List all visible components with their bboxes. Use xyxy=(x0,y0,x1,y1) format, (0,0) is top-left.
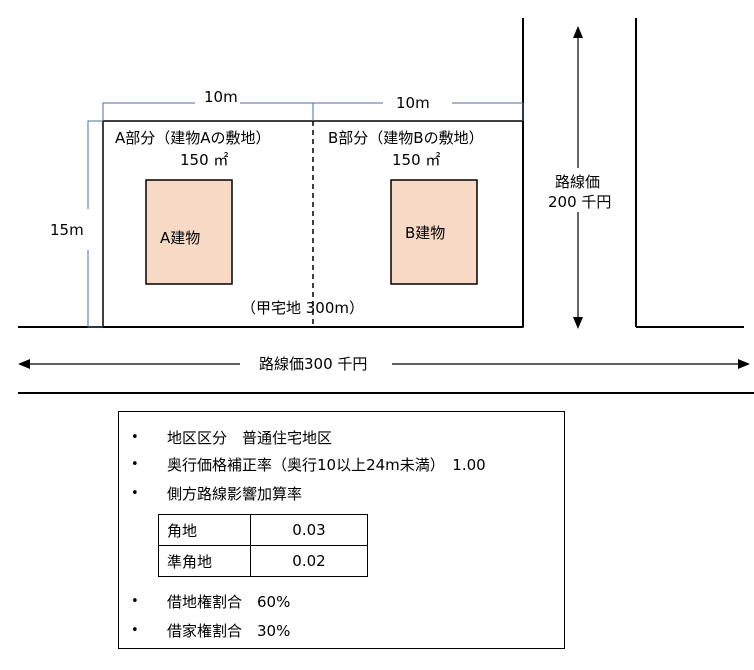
condition-text: 奥行価格補正率（奥行10以上24m未満） 1.00 xyxy=(167,456,486,474)
condition-text: 地区区分 普通住宅地区 xyxy=(167,429,333,447)
side-road-price-value: 200 千円 xyxy=(548,193,611,211)
rate-value: 0.02 xyxy=(250,545,368,577)
dimension-bracket-b xyxy=(313,102,524,121)
dimension-label-b: 10m xyxy=(396,94,430,112)
bullet-icon: • xyxy=(131,457,139,472)
part-a-label: A部分（建物Aの敷地） xyxy=(115,129,271,147)
bullet-icon: • xyxy=(131,594,139,609)
dimension-label-a: 10m xyxy=(204,88,238,106)
building-b-label: B建物 xyxy=(405,224,445,242)
bullet-icon: • xyxy=(131,623,139,638)
front-road-arrow-head-left xyxy=(18,359,30,369)
site-total-label: （甲宅地 300m） xyxy=(241,299,364,317)
rate-value: 0.03 xyxy=(250,514,368,546)
bullet-icon: • xyxy=(131,486,139,501)
condition-text: 側方路線影響加算率 xyxy=(167,485,303,503)
front-road-price-label: 路線価300 千円 xyxy=(259,355,367,373)
table-row: 準角地 0.02 xyxy=(158,545,368,577)
part-b-area: 150 ㎡ xyxy=(392,151,440,169)
part-b-label: B部分（建物Bの敷地） xyxy=(328,129,484,147)
part-a-area: 150 ㎡ xyxy=(180,151,228,169)
condition-text: 借地権割合 60% xyxy=(167,593,291,611)
side-road-arrow-head-up xyxy=(573,26,583,38)
dimension-label-depth: 15m xyxy=(50,221,84,239)
table-row: 角地 0.03 xyxy=(158,514,368,546)
rate-name: 準角地 xyxy=(158,545,251,577)
building-a-label: A建物 xyxy=(160,229,200,247)
side-road-arrow-head-down xyxy=(573,317,583,329)
side-road-price-label: 路線価 xyxy=(555,173,600,191)
front-road-arrow-head-right xyxy=(738,359,750,369)
building-a xyxy=(145,179,233,285)
condition-text: 借家権割合 30% xyxy=(167,622,291,640)
dimension-bracket-depth xyxy=(87,120,103,328)
bullet-icon: • xyxy=(131,430,139,445)
conditions-box: • 地区区分 普通住宅地区 • 奥行価格補正率（奥行10以上24m未満） 1.0… xyxy=(118,411,565,649)
rate-name: 角地 xyxy=(158,514,251,546)
building-b xyxy=(390,179,478,285)
side-road-rate-table: 角地 0.03 準角地 0.02 xyxy=(158,514,368,577)
